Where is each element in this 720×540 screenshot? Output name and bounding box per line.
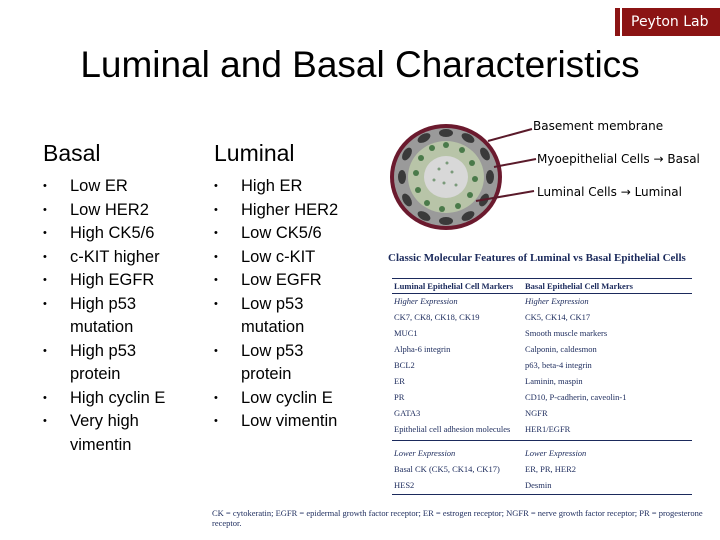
- higher-label-basal: Higher Expression: [525, 296, 589, 306]
- higher-label-luminal: Higher Expression: [394, 296, 458, 306]
- basal-heading: Basal: [43, 140, 101, 166]
- basal-item: Low ER: [43, 175, 213, 199]
- lumen-speckles: [432, 161, 458, 187]
- luminal-cells-label: Luminal Cells → Luminal: [537, 185, 682, 199]
- lumen: [424, 156, 468, 198]
- slide-title: Luminal and Basal Characteristics: [80, 44, 640, 85]
- basal-item: c-KIT higher: [43, 246, 213, 270]
- higher-expression-row: Higher Expression Higher Expression: [392, 296, 692, 307]
- basal-item: High EGFR: [43, 269, 213, 293]
- luminal-item: Low c-KIT: [214, 246, 384, 270]
- basement-pointer: [487, 128, 533, 142]
- lab-tag: Peyton Lab: [615, 8, 720, 36]
- lower-expression-row: Lower Expression Lower Expression: [392, 448, 692, 459]
- luminal-item: Low p53 protein: [214, 340, 341, 387]
- luminal-item: Low p53 mutation: [214, 293, 341, 340]
- table-footnote: CK = cytokeratin; EGFR = epidermal growt…: [212, 508, 703, 528]
- table-rule: [392, 293, 692, 294]
- luminal-heading: Luminal: [214, 140, 295, 166]
- basal-item: High CK5/6: [43, 222, 213, 246]
- table-rule: [392, 494, 692, 495]
- lower-label-basal: Lower Expression: [525, 448, 587, 458]
- luminal-item: Low vimentin: [214, 410, 384, 434]
- myoepithelial-pointer: [493, 158, 537, 168]
- table-title: Classic Molecular Features of Luminal vs…: [388, 252, 686, 264]
- lab-tag-divider: [620, 8, 622, 36]
- luminal-list: High ER Higher HER2 Low CK5/6 Low c-KIT …: [214, 175, 384, 434]
- myoepithelial-label: Myoepithelial Cells → Basal: [537, 152, 700, 166]
- duct-diagram: Basement membrane Myoepithelial Cells → …: [384, 117, 720, 249]
- basal-list: Low ER Low HER2 High CK5/6 c-KIT higher …: [43, 175, 213, 457]
- basal-item: High cyclin E: [43, 387, 213, 411]
- luminal-pointer: [475, 190, 535, 202]
- luminal-cells: [413, 142, 478, 212]
- luminal-item: Higher HER2: [214, 199, 384, 223]
- basal-item: Very high vimentin: [43, 410, 170, 457]
- basal-item: High p53 protein: [43, 340, 170, 387]
- luminal-item: Low EGFR: [214, 269, 384, 293]
- table-row: Basal CK (CK5, CK14, CK17)ER, PR, HER2: [394, 464, 577, 474]
- luminal-item: Low CK5/6: [214, 222, 384, 246]
- basement-membrane-label: Basement membrane: [533, 119, 664, 133]
- col2-header: Basal Epithelial Cell Markers: [525, 281, 633, 291]
- lower-label-luminal: Lower Expression: [394, 448, 456, 458]
- basal-item: High p53 mutation: [43, 293, 170, 340]
- basal-item: Low HER2: [43, 199, 213, 223]
- luminal-item: High ER: [214, 175, 384, 199]
- table-rule: [392, 278, 692, 279]
- table-rule: [392, 440, 692, 441]
- col1-header: Luminal Epithelial Cell Markers: [394, 281, 514, 291]
- lab-tag-text: Peyton Lab: [631, 14, 709, 30]
- table-header-row: Luminal Epithelial Cell Markers Basal Ep…: [392, 281, 692, 292]
- duct-cross-section-image: [390, 124, 537, 230]
- luminal-item: Low cyclin E: [214, 387, 384, 411]
